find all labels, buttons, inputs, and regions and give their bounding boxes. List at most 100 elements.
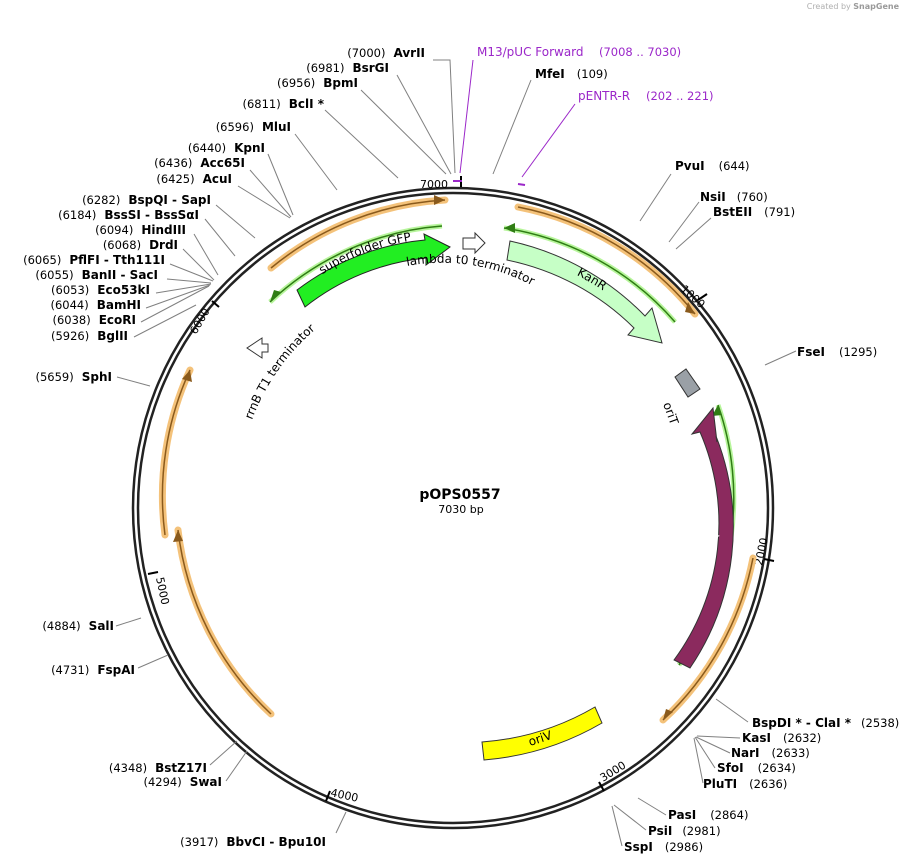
orf-arc [161, 369, 191, 536]
orf-arrowhead [434, 195, 445, 205]
orf-arrowhead [173, 530, 183, 542]
leader-mfei [492, 79, 532, 175]
site-fsei: FseI(1295) [797, 345, 877, 359]
pentr-r-bar [517, 183, 526, 186]
site-swai: (4294)SwaI [143, 775, 222, 789]
leader-mlui [294, 133, 338, 191]
orf-arrowhead [182, 370, 192, 382]
feature-strand-arcs [268, 223, 737, 667]
site-nsii: NsiI(760) [700, 190, 768, 204]
tick-mark-1000 [697, 293, 708, 301]
m13-puc-forward-range: (7008 .. 7030) [599, 45, 681, 59]
leader-psii [613, 804, 647, 831]
rrnb-t1-terminator-label: rrnB T1 terminator [242, 321, 318, 421]
leader-bsrgi [396, 74, 452, 175]
tick-mark-4000 [325, 790, 331, 802]
kanr-strand-arrowhead [504, 223, 515, 233]
site-bbvci-bpu10i: (3917)BbvCI - Bpu10I [180, 835, 326, 849]
leader-bstz17i [209, 740, 238, 766]
snapgene-credit: Created by SnapGene [807, 2, 899, 11]
tick-label-4000: 4000 [329, 786, 359, 805]
orf-arcs [158, 195, 757, 724]
leader-bglii [133, 304, 197, 338]
site-hindiii: (6094)HindIII [95, 223, 186, 237]
site-psii: PsiI(2981) [648, 824, 721, 838]
orf-arc [517, 206, 696, 315]
gfp-strand-arrowhead [270, 290, 281, 302]
orit-label: oriT [660, 400, 681, 427]
leader-sphi [116, 376, 151, 387]
tick-mark-3000 [598, 781, 605, 792]
tick-mark-5000 [147, 571, 159, 575]
pentr-r-leader [521, 103, 576, 178]
leader-hindiii [193, 233, 219, 276]
primer-markers: M13/pUC Forward (7008 .. 7030) pENTR-R (… [453, 45, 714, 186]
leader-nari [695, 736, 731, 754]
leader-sspi [611, 805, 623, 847]
site-mfei: MfeI(109) [535, 67, 608, 81]
leader-pasi [637, 797, 667, 816]
snapgene-logo: SnapGene [853, 2, 899, 11]
leader-bcli [324, 109, 399, 179]
trfa-strand-arrowhead [712, 405, 722, 416]
site-bsrgi: (6981)BsrGI [306, 61, 389, 75]
site-leader-lines [115, 59, 797, 847]
tick-label-5000: 5000 [153, 576, 172, 606]
oriv-feature [481, 706, 603, 761]
leader-avrii [433, 59, 456, 174]
site-bstz17i: (4348)BstZ17I [109, 761, 207, 775]
kanr-strand-arc [503, 227, 676, 323]
pentr-r-range: (202 .. 221) [646, 89, 714, 103]
site-bspqi-sapi: (6282)BspQI - SapI [82, 193, 211, 207]
leader-kpni [267, 153, 294, 216]
tick-label-2000: 2000 [752, 537, 771, 567]
tick-mark-6000 [211, 300, 220, 308]
leader-pluti [693, 737, 704, 784]
site-acc65i: (6436)Acc65I [154, 156, 245, 170]
orf-arc-halo [158, 366, 194, 539]
leader-bspdi [715, 698, 749, 723]
orf-arc [270, 199, 446, 269]
leader-bspqi [215, 204, 256, 239]
site-bsssi: (6184)BssSI - BssSαI [58, 208, 199, 222]
site-pasi: PasI(2864) [668, 808, 748, 822]
orit-feature [674, 368, 701, 398]
site-sfoi: SfoI(2634) [717, 761, 796, 775]
plasmid-name: pOPS0557 [419, 487, 500, 503]
leader-bsssi [204, 218, 236, 257]
trfa-feature [673, 406, 734, 669]
site-nari: NarI(2633) [731, 746, 810, 760]
m13-puc-forward-leader [459, 59, 474, 174]
leader-bsteii [675, 217, 712, 250]
site-fspai: (4731)FspAI [51, 663, 135, 677]
site-banii-saci: (6055)BanII - SacI [35, 268, 158, 282]
site-pvui: PvuI(644) [675, 159, 750, 173]
rrnb-t1-terminator-label-path: rrnB T1 terminator [242, 321, 318, 421]
tick-mark-2000 [763, 558, 775, 562]
kanr-feature [506, 240, 663, 344]
pentr-r-name: pENTR-R [578, 89, 630, 103]
site-bsteii: BstEII(791) [713, 205, 795, 219]
leader-pvui [639, 173, 672, 222]
site-ecori: (6038)EcoRI [52, 313, 136, 327]
leader-fspai [137, 654, 169, 669]
gfp-strand-arc [269, 225, 443, 303]
plasmid-length: 7030 bp [438, 503, 483, 516]
orf-arc [662, 557, 754, 721]
backbone-outer-strand [131, 186, 775, 830]
leader-bbvci [335, 811, 347, 834]
leader-bpmi [360, 89, 447, 175]
orf-arc [177, 529, 272, 715]
leader-sali [115, 617, 142, 627]
site-kasi: KasI(2632) [742, 731, 821, 745]
leader-acc65i [249, 169, 292, 218]
m13-puc-forward-name: M13/pUC Forward [477, 45, 584, 59]
leader-eco53ki [155, 283, 212, 294]
rrnb-t1-terminator-feature [246, 337, 269, 359]
site-sspi: SspI(2986) [624, 840, 703, 854]
credit-prefix: Created by [806, 2, 851, 11]
site-acui: (6425)AcuI [156, 172, 232, 186]
site-kpni: (6440)KpnI [188, 141, 265, 155]
restriction-sites-right: MfeI(109) PvuI(644) NsiI(760) BstEII(791… [535, 67, 899, 854]
